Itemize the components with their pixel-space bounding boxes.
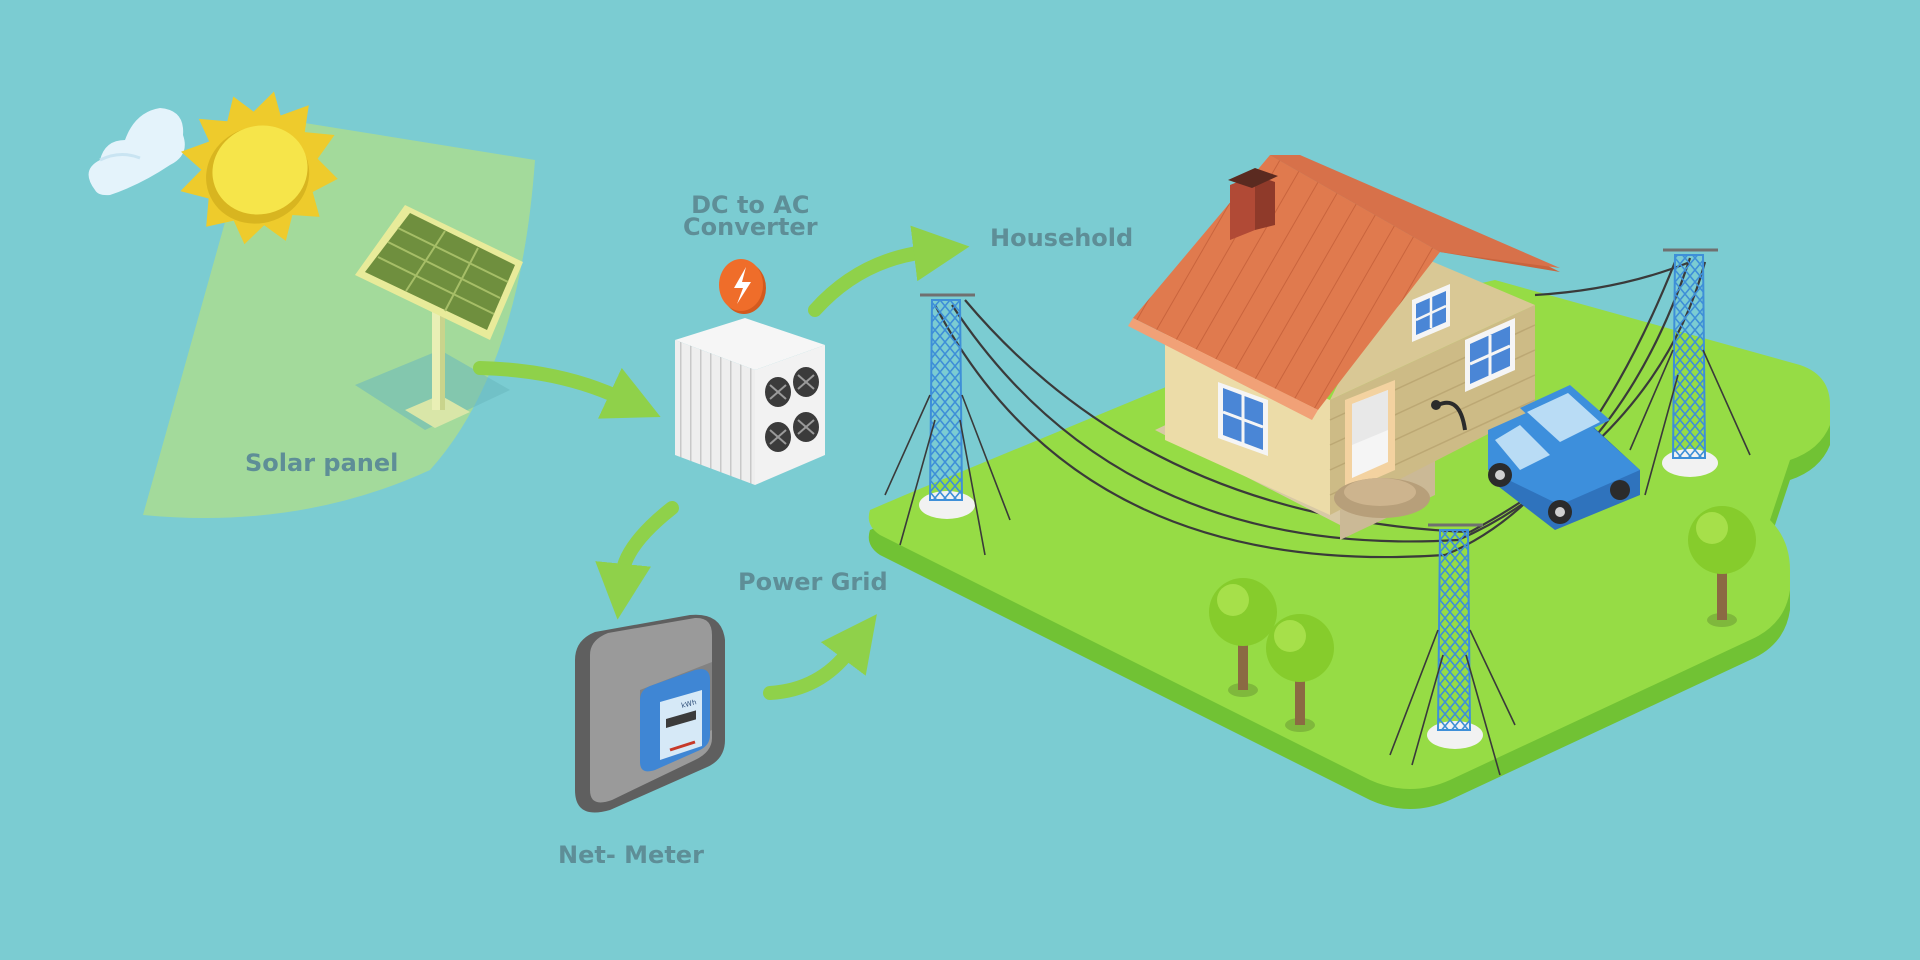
- arrow-converter-to-household: [808, 225, 970, 317]
- power-pylon-left: [884, 293, 1011, 556]
- household-label: Household: [990, 224, 1134, 252]
- tree: [1266, 614, 1334, 732]
- electric-car-icon: [1488, 385, 1640, 530]
- window: [1465, 318, 1515, 392]
- sun-icon: [180, 91, 338, 245]
- net-meter-icon: kWh: [575, 614, 725, 813]
- arrow-meter-to-grid: [763, 614, 877, 700]
- chimney: [1228, 168, 1278, 240]
- net-meter-label: Net- Meter: [558, 841, 704, 869]
- window: [1218, 382, 1268, 456]
- power-grid-label: Power Grid: [738, 568, 888, 596]
- flow-arrows: [473, 225, 970, 700]
- window: [1412, 284, 1450, 342]
- door: [1345, 380, 1395, 492]
- arrow-converter-to-meter: [595, 501, 679, 620]
- converter-label-line2: Converter: [683, 213, 818, 241]
- arrow-panel-to-converter: [473, 361, 661, 419]
- converter-icon: [675, 318, 825, 485]
- solar-panel-icon: [355, 205, 523, 430]
- meter-unit-label: kWh: [680, 698, 697, 710]
- converter-label: DC to AC Converter: [683, 191, 818, 241]
- cloud-icon: [88, 108, 185, 196]
- lightning-badge-icon: [719, 259, 766, 314]
- power-pylon-right: [1629, 248, 1751, 496]
- solar-panel-label: Solar panel: [245, 449, 399, 477]
- power-pylon-front: [1389, 523, 1516, 776]
- house-icon: [1128, 155, 1560, 540]
- tree: [1209, 578, 1277, 697]
- tree: [1688, 506, 1756, 627]
- converter-label-line1: DC to AC: [691, 191, 810, 219]
